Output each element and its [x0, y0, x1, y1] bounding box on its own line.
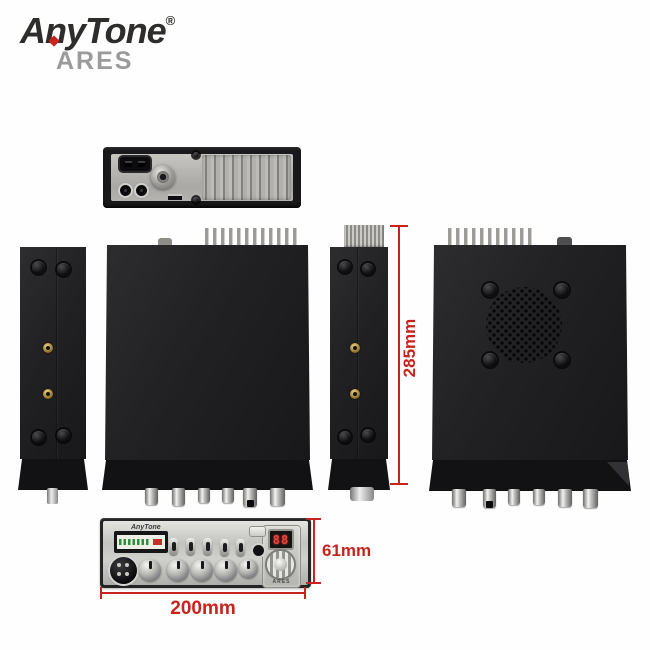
screw: [339, 431, 351, 443]
knob-top: [198, 488, 210, 503]
dim-height-line: [398, 226, 400, 484]
screw: [193, 152, 199, 158]
screw: [555, 283, 569, 297]
chassis-side: [20, 247, 86, 459]
antenna-stub: [158, 238, 172, 247]
dim-width-label: 200mm: [170, 598, 236, 619]
control-knob: [139, 559, 161, 581]
knob-top: [558, 489, 572, 507]
knob-top: [533, 489, 545, 505]
control-knob: [167, 559, 189, 581]
knob-top: [508, 489, 520, 505]
toggle-switch: [236, 539, 245, 556]
heatsink-fins: [448, 228, 536, 245]
antenna-connector: [151, 165, 175, 189]
control-knob: [215, 559, 237, 581]
connector-pin: [47, 488, 58, 504]
screw: [362, 429, 374, 441]
screw: [362, 263, 374, 275]
side-view-left: [20, 247, 86, 505]
side-view-right: [328, 225, 390, 505]
chassis-bottom: [432, 245, 628, 460]
knob-top: [172, 488, 185, 506]
toggle-switch: [203, 538, 212, 555]
heatsink-side: [344, 225, 384, 248]
front-edge: [328, 459, 390, 490]
signal-meter: [114, 531, 168, 553]
front-view: AnyTone 88: [100, 518, 311, 588]
screw-gold: [350, 389, 360, 399]
power-socket: [120, 157, 150, 171]
heatsink-fins: [202, 155, 291, 200]
screw: [57, 429, 70, 442]
toggle-switch: [220, 539, 229, 556]
dim-depth-line: [313, 519, 315, 583]
front-edge: [102, 460, 313, 490]
chassis-top: [105, 245, 310, 460]
screw: [32, 261, 45, 274]
chassis-seam: [357, 247, 359, 459]
audio-jack: [136, 185, 147, 196]
meter-green-scale: [119, 539, 149, 545]
meter-red-scale: [153, 539, 162, 545]
speaker-grille: [486, 287, 562, 363]
dim-width-tick-right: [304, 587, 306, 599]
mount-tab: [168, 194, 182, 200]
brand-logo: AnyTone®: [20, 10, 176, 52]
front-model-label: ARES: [272, 579, 291, 585]
front-edge: [429, 460, 631, 491]
mic-connector: [110, 557, 137, 584]
control-knob: [239, 559, 258, 578]
antenna-stub: [557, 237, 572, 247]
rear-metal-panel: [111, 152, 293, 203]
knob-top: [483, 489, 496, 508]
screw: [339, 261, 351, 273]
screw: [57, 263, 70, 276]
dim-depth-tick-bottom: [306, 582, 321, 584]
registered-mark: ®: [165, 13, 176, 28]
headphone-jack: [253, 545, 264, 556]
meter-face: [117, 535, 165, 549]
aux-button: [250, 527, 265, 536]
control-knob: [191, 559, 213, 581]
screw-gold: [43, 389, 53, 399]
audio-jack: [120, 185, 131, 196]
knob-top: [222, 488, 234, 503]
screw: [555, 353, 569, 367]
screw: [193, 197, 199, 203]
brand-series-label: ARES: [56, 47, 134, 75]
knob-top: [452, 489, 466, 507]
screw: [32, 431, 45, 444]
knob-top: [145, 488, 158, 505]
knob-top: [243, 488, 257, 507]
toggle-switch: [186, 538, 195, 555]
screw-gold: [43, 343, 53, 353]
dim-height-tick-bottom: [390, 483, 408, 485]
screw-gold: [350, 343, 360, 353]
dim-width-line: [100, 592, 306, 594]
front-edge: [18, 459, 88, 490]
channel-display: 88: [270, 531, 292, 548]
channel-knob: [267, 551, 294, 578]
rear-view: [103, 147, 301, 208]
screw: [483, 283, 497, 297]
front-brand-label: AnyTone: [131, 524, 161, 531]
chassis-seam: [56, 247, 58, 459]
knob-top: [270, 488, 285, 506]
front-faceplate: AnyTone 88: [103, 521, 308, 587]
chassis-side: [330, 247, 388, 459]
toggle-switch: [169, 538, 178, 555]
screw: [483, 353, 497, 367]
brand-logo-text: AnyTone: [20, 10, 167, 51]
top-view: [102, 228, 313, 507]
bottom-view: [429, 228, 631, 508]
dim-height-label: 285mm: [400, 318, 419, 378]
knob-side: [350, 487, 374, 501]
edge-highlight: [607, 462, 629, 486]
heatsink-fins: [205, 228, 297, 245]
knob-top: [583, 489, 598, 508]
dim-depth-label: 61mm: [322, 541, 372, 560]
